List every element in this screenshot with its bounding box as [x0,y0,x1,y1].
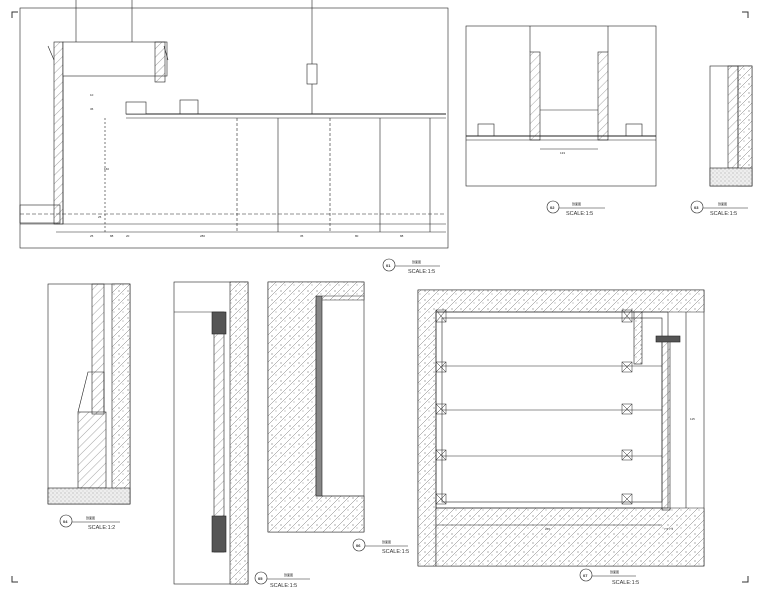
svg-text:SCALE:1:5: SCALE:1:5 [566,211,593,217]
svg-text:SCALE:1:5: SCALE:1:5 [710,211,737,217]
svg-text:115: 115 [690,417,695,421]
svg-text:03: 03 [694,205,699,210]
svg-text:剖面图: 剖面图 [572,201,581,206]
svg-text:160: 160 [104,167,109,171]
svg-text:SCALE:1:2: SCALE:1:2 [88,525,115,531]
svg-text:36: 36 [90,107,94,111]
svg-text:10: 10 [90,93,94,97]
detail-01-title: 01 剖面图 SCALE:1:5 [382,258,440,275]
detail-04-section [47,283,131,505]
svg-text:SCALE:1:5: SCALE:1:5 [382,549,409,555]
svg-text:02: 02 [550,205,555,210]
svg-text:剖面图: 剖面图 [718,201,727,206]
detail-02-dim: 133 [560,151,565,155]
detail-03-section [709,65,753,187]
sheet-corner-marks [11,11,749,583]
detail-03-title: 03 剖面图 SCALE:1:5 [690,200,748,217]
detail-07-dims: 265 115 7.5 7.5 [545,417,695,531]
svg-text:剖面图: 剖面图 [412,259,421,264]
svg-text:剖面图: 剖面图 [610,569,619,574]
svg-text:06: 06 [356,543,361,548]
svg-text:SCALE:1:5: SCALE:1:5 [270,583,297,589]
svg-text:7.5 7.5: 7.5 7.5 [664,527,674,531]
svg-text:20: 20 [126,234,130,238]
svg-text:04: 04 [63,519,68,524]
detail-05-title: 05 剖面图 SCALE:1:5 [254,571,310,589]
svg-text:剖面图: 剖面图 [382,539,391,544]
svg-text:265: 265 [545,527,550,531]
svg-text:剖面图: 剖面图 [86,515,95,520]
detail-06-section [267,281,365,533]
svg-text:280: 280 [200,234,205,238]
detail-07-section [417,289,705,567]
svg-text:35: 35 [300,234,304,238]
detail-01-dims: 25 88 20 280 35 80 88 10 36 160 25 [90,93,404,238]
detail-07-title: 07 剖面图 SCALE:1:5 [579,568,639,586]
detail-02-section [465,25,657,187]
svg-text:05: 05 [258,576,263,581]
detail-02-title: 02 剖面图 SCALE:1:5 [546,200,605,217]
svg-text:01: 01 [386,263,391,268]
svg-text:88: 88 [400,234,404,238]
svg-text:剖面图: 剖面图 [284,572,293,577]
svg-text:SCALE:1:5: SCALE:1:5 [612,580,639,586]
svg-text:25: 25 [98,215,102,219]
svg-text:07: 07 [583,573,588,578]
detail-05-section [173,281,249,585]
detail-06-title: 06 剖面图 SCALE:1:5 [352,538,409,555]
svg-text:SCALE:1:5: SCALE:1:5 [408,269,435,275]
detail-04-title: 04 剖面图 SCALE:1:2 [59,514,120,531]
svg-text:25: 25 [90,234,94,238]
svg-text:80: 80 [355,234,359,238]
detail-01-section [19,0,449,249]
svg-text:88: 88 [110,234,114,238]
